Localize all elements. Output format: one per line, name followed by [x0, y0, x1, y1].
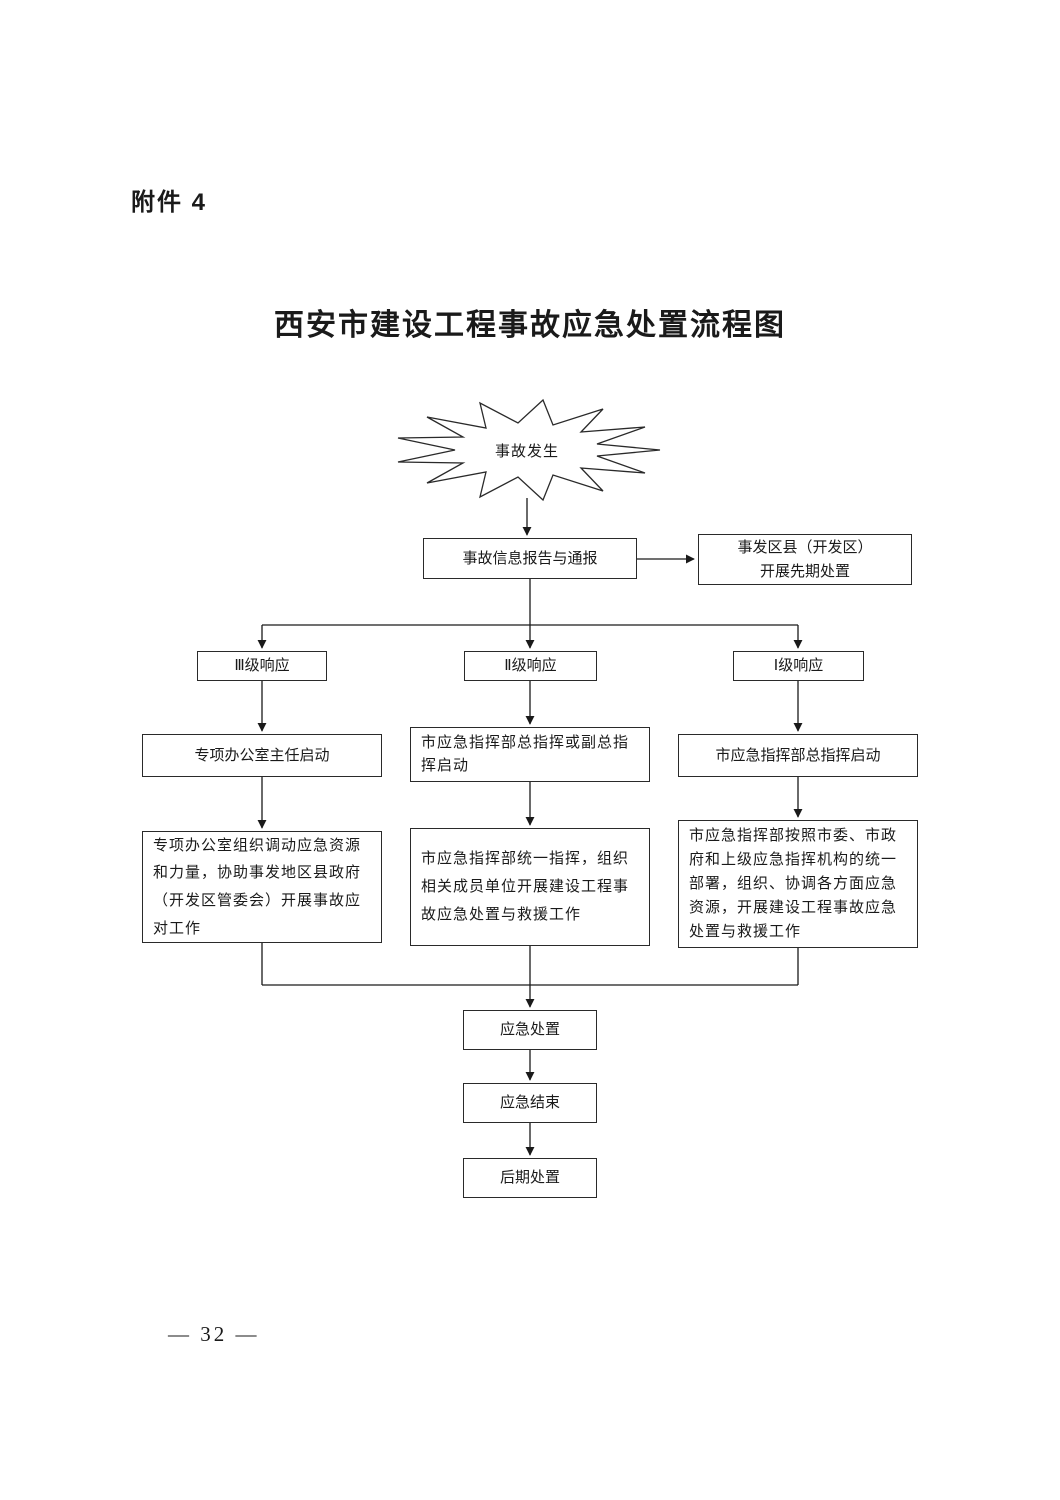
flow-node-report: 事故信息报告与通报: [423, 538, 637, 579]
flow-node-emergency-end: 应急结束: [463, 1083, 597, 1123]
flow-node-post-disposal: 后期处置: [463, 1158, 597, 1198]
connector-lines: [257, 498, 803, 1156]
flow-node-level2-response: Ⅱ级响应: [464, 651, 597, 681]
attachment-label: 附件 4: [131, 189, 208, 216]
flow-node-level1-activation: 市应急指挥部总指挥启动: [678, 734, 918, 777]
flow-node-emergency-disposal: 应急处置: [463, 1010, 597, 1050]
flow-node-accident-start: 事故发生: [494, 443, 559, 460]
flow-node-level3-activation: 专项办公室主任启动: [142, 734, 382, 777]
flow-node-level3-detail: 专项办公室组织调动应急资源和力量，协助事发地区县政府（开发区管委会）开展事故应对…: [142, 831, 382, 943]
flow-node-level3-response: Ⅲ级响应: [197, 651, 327, 681]
accident-burst-shape: [397, 398, 661, 502]
page-title: 西安市建设工程事故应急处置流程图: [274, 309, 786, 342]
flow-node-level1-response: Ⅰ级响应: [733, 651, 864, 681]
flow-node-level2-detail: 市应急指挥部统一指挥，组织相关成员单位开展建设工程事故应急处置与救援工作: [410, 828, 650, 946]
flow-node-level1-detail: 市应急指挥部按照市委、市政府和上级应急指挥机构的统一部署，组织、协调各方面应急资…: [678, 820, 918, 948]
flow-node-level2-activation: 市应急指挥部总指挥或副总指挥启动: [410, 727, 650, 782]
page-number: — 32 —: [168, 1322, 260, 1346]
flow-node-preliminary-disposal: 事发区县（开发区）开展先期处置: [698, 534, 912, 585]
